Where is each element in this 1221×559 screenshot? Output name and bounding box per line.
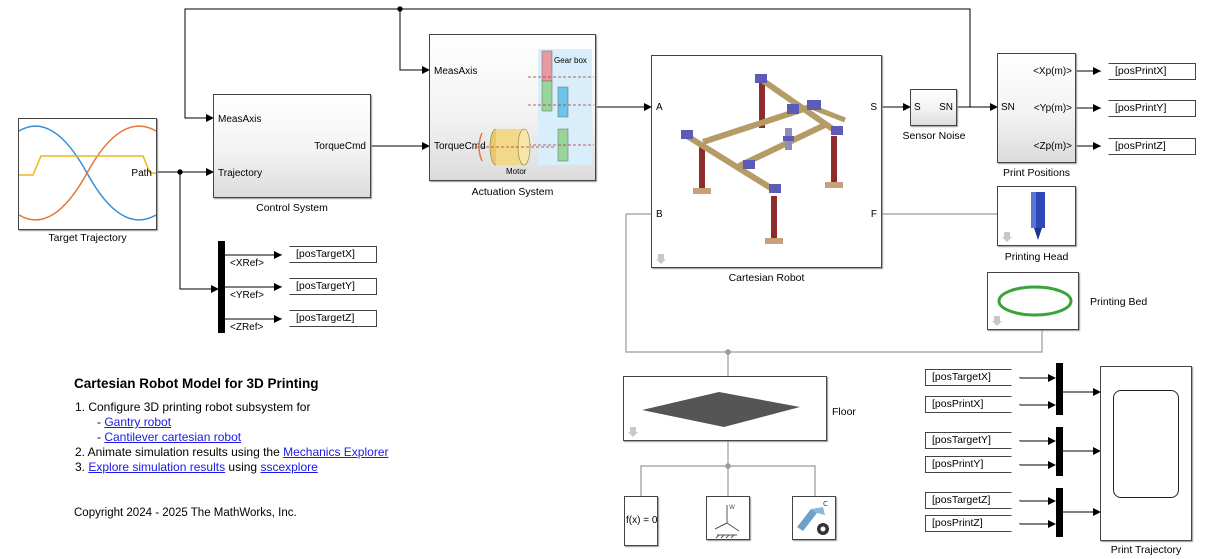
svg-text:W: W bbox=[729, 504, 735, 511]
control-port-measaxis: MeasAxis bbox=[218, 114, 262, 125]
demux-out-xref: <XRef> bbox=[230, 258, 264, 269]
floor-block[interactable] bbox=[623, 376, 827, 441]
print-positions-out-x: <Xp(m)> bbox=[1033, 66, 1072, 77]
gearbox-motor-icon bbox=[476, 49, 594, 166]
printing-head-block[interactable] bbox=[997, 186, 1076, 246]
mechanics-explorer-link[interactable]: Mechanics Explorer bbox=[283, 445, 389, 459]
goto-postargetx[interactable]: [posTargetX] bbox=[281, 246, 377, 263]
gear-box-label: Gear box bbox=[554, 56, 587, 65]
print-positions-out-z: <Zp(m)> bbox=[1033, 141, 1072, 152]
printing-head-expand-icon[interactable] bbox=[1001, 230, 1013, 242]
demux-out-zref: <ZRef> bbox=[230, 322, 264, 333]
notes-line1b: - Cantilever cartesian robot bbox=[74, 430, 388, 445]
actuation-system-name: Actuation System bbox=[471, 186, 554, 198]
svg-text:C: C bbox=[823, 500, 828, 508]
printing-bed-name: Printing Bed bbox=[1090, 296, 1148, 308]
print-bed-icon bbox=[997, 285, 1073, 317]
goto-posprintz[interactable]: [posPrintZ] bbox=[1100, 138, 1196, 155]
sensor-noise-name: Sensor Noise bbox=[902, 130, 966, 142]
control-system-block[interactable]: MeasAxis Trajectory TorqueCmd bbox=[213, 94, 371, 198]
explore-results-link[interactable]: Explore simulation results bbox=[88, 460, 226, 474]
print-trajectory-block[interactable] bbox=[1100, 366, 1192, 541]
copyright-text: Copyright 2024 - 2025 The MathWorks, Inc… bbox=[74, 507, 297, 519]
target-trajectory-port-path: Path bbox=[131, 168, 152, 179]
notes-line2-text: 2. Animate simulation results using the bbox=[75, 445, 284, 459]
demux-out-yref: <YRef> bbox=[230, 290, 264, 301]
sensor-noise-port-s: S bbox=[914, 102, 921, 113]
floor-expand-icon[interactable] bbox=[627, 425, 639, 437]
control-system-name: Control System bbox=[256, 202, 328, 214]
cartesian-robot-block[interactable]: A B S F bbox=[651, 55, 882, 268]
xy-graph-screen bbox=[1113, 390, 1179, 498]
sine-wave-icon bbox=[19, 125, 156, 221]
mux-x-bar[interactable] bbox=[1056, 363, 1063, 415]
print-head-icon bbox=[1031, 192, 1045, 240]
notes-line3-mid: using bbox=[225, 460, 261, 474]
from-postargetz[interactable]: [posTargetZ] bbox=[925, 492, 1020, 509]
from-posprinty[interactable]: [posPrintY] bbox=[925, 456, 1020, 473]
mux-y-bar[interactable] bbox=[1056, 427, 1063, 476]
robot-port-f: F bbox=[870, 209, 877, 220]
from-posprintz[interactable]: [posPrintZ] bbox=[925, 515, 1020, 532]
notes-line3-prefix: 3. bbox=[75, 460, 89, 474]
from-postargetx[interactable]: [posTargetX] bbox=[925, 369, 1020, 386]
solver-label: f(x) = 0 bbox=[626, 515, 658, 526]
notes-line2: 2. Animate simulation results using the … bbox=[74, 445, 388, 460]
notes-line1b-prefix: - bbox=[97, 430, 105, 444]
control-port-torquecmd: TorqueCmd bbox=[314, 141, 366, 152]
world-frame-block[interactable]: W bbox=[706, 496, 750, 540]
floor-plane-icon bbox=[642, 392, 800, 427]
robot-port-b: B bbox=[656, 209, 663, 220]
cartesian-robot-name: Cartesian Robot bbox=[728, 272, 805, 284]
goto-postargety[interactable]: [posTargetY] bbox=[281, 278, 377, 295]
gantry-robot-icon bbox=[681, 74, 846, 244]
world-frame-icon: W bbox=[714, 504, 740, 539]
model-description: Cartesian Robot Model for 3D Printing 1.… bbox=[74, 376, 388, 475]
actuation-port-measaxis: MeasAxis bbox=[434, 66, 478, 77]
mechanism-config-icon: C bbox=[797, 500, 829, 535]
goto-posprintx[interactable]: [posPrintX] bbox=[1100, 63, 1196, 80]
sensor-noise-block[interactable]: S SN bbox=[910, 89, 957, 126]
target-trajectory-name: Target Trajectory bbox=[48, 232, 127, 244]
from-postargety[interactable]: [posTargetY] bbox=[925, 432, 1020, 449]
sensor-noise-port-sn: SN bbox=[939, 102, 953, 113]
target-trajectory-block[interactable]: Path bbox=[18, 118, 157, 230]
robot-expand-icon[interactable] bbox=[655, 252, 667, 264]
printing-bed-expand-icon[interactable] bbox=[991, 314, 1003, 326]
notes-title: Cartesian Robot Model for 3D Printing bbox=[74, 376, 319, 391]
notes-line3: 3. Explore simulation results using ssce… bbox=[74, 460, 388, 475]
printing-head-name: Printing Head bbox=[1004, 251, 1069, 263]
mechanism-config-block[interactable]: C bbox=[792, 496, 836, 540]
goto-postargetz[interactable]: [posTargetZ] bbox=[281, 310, 377, 327]
gantry-robot-link[interactable]: Gantry robot bbox=[104, 415, 172, 429]
print-positions-out-y: <Yp(m)> bbox=[1033, 103, 1072, 114]
print-positions-name: Print Positions bbox=[1002, 167, 1071, 179]
goto-posprinty[interactable]: [posPrintY] bbox=[1100, 100, 1196, 117]
solver-config-block[interactable]: f(x) = 0 bbox=[624, 496, 658, 546]
actuation-system-block[interactable]: MeasAxis TorqueCmd A Gear box Motor bbox=[429, 34, 596, 181]
robot-port-a: A bbox=[656, 102, 663, 113]
mux-z-bar[interactable] bbox=[1056, 488, 1063, 537]
robot-port-s: S bbox=[870, 102, 877, 113]
printing-bed-block[interactable] bbox=[987, 272, 1079, 330]
print-positions-port-sn: SN bbox=[1001, 102, 1015, 113]
from-posprintx[interactable]: [posPrintX] bbox=[925, 396, 1020, 413]
floor-name: Floor bbox=[832, 406, 856, 418]
cantilever-robot-link[interactable]: Cantilever cartesian robot bbox=[104, 430, 242, 444]
notes-line1: 1. Configure 3D printing robot subsystem… bbox=[75, 400, 311, 414]
sscexplore-link[interactable]: sscexplore bbox=[260, 460, 318, 474]
notes-line1a-prefix: - bbox=[97, 415, 105, 429]
print-trajectory-name: Print Trajectory bbox=[1110, 544, 1182, 556]
motor-label: Motor bbox=[506, 167, 527, 176]
actuation-port-torquecmd: TorqueCmd bbox=[434, 141, 486, 152]
notes-line1a: - Gantry robot bbox=[74, 415, 388, 430]
print-positions-block[interactable]: SN <Xp(m)> <Yp(m)> <Zp(m)> bbox=[997, 53, 1076, 163]
ref-demux-bar[interactable] bbox=[218, 241, 225, 333]
control-port-trajectory: Trajectory bbox=[218, 168, 263, 179]
